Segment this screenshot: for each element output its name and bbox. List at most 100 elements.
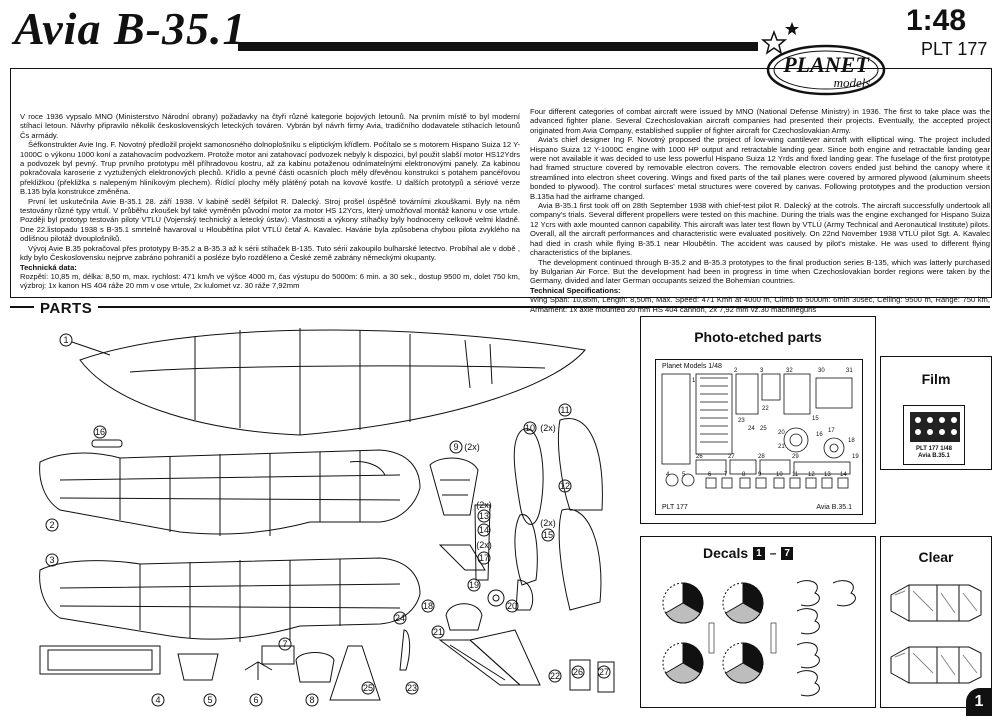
pe-number: 6	[708, 472, 712, 478]
part-label: 6	[253, 695, 258, 705]
pe-number: 27	[728, 454, 735, 460]
pe-number: 4	[666, 472, 670, 478]
film-sheet: PLT 177 1/48 Avia B.35.1	[903, 405, 965, 465]
part-label: 20	[507, 601, 517, 611]
part-label: 8	[309, 695, 314, 705]
clear-parts-panel: Clear	[880, 536, 992, 708]
film-title: Film	[921, 371, 951, 387]
decal-range-sep: –	[769, 546, 777, 560]
part-label: 18	[423, 601, 433, 611]
english-paragraph: Avia's chief designer Ing F. Novotný pro…	[530, 135, 990, 201]
pe-fret-name: Avia B.35.1	[816, 504, 852, 511]
part-label: 27	[599, 667, 609, 677]
parts-divider	[10, 306, 990, 308]
part-label: (2x)	[540, 518, 556, 528]
pe-number: 10	[776, 472, 783, 478]
planet-models-logo: PLANET models	[760, 14, 900, 100]
decals-heading: Decals 1 – 7	[703, 545, 793, 561]
pe-number: 28	[758, 454, 765, 460]
decal-range-start: 1	[753, 546, 765, 560]
english-paragraph: The development continued through B-35.2…	[530, 257, 990, 286]
decal-range-end: 7	[781, 546, 793, 560]
film-label-line1: PLT 177 1/48	[916, 446, 952, 452]
pe-number: 14	[840, 472, 847, 478]
pe-number: 21	[778, 444, 785, 450]
decal-sheet	[662, 580, 856, 697]
part-label: 15	[543, 530, 553, 540]
part-label: 23	[407, 683, 417, 693]
part-label: 21	[433, 627, 443, 637]
part-label: 24	[395, 613, 405, 623]
pe-number: 15	[812, 416, 819, 422]
part-label: 10	[525, 423, 535, 433]
pe-number: 9	[758, 472, 762, 478]
pe-number: 1	[692, 378, 696, 384]
intro-frame	[10, 68, 992, 298]
czech-paragraph: Vývoj Avie B.35 pokračoval přes prototyp…	[20, 243, 520, 263]
part-label: 22	[550, 671, 560, 681]
film-panel: Film PLT 177 1/48 Avia B.35.1	[880, 356, 992, 470]
part-label: (2x)	[464, 442, 480, 452]
part-label: 1	[63, 335, 68, 345]
pe-number: 17	[828, 428, 835, 434]
pe-number: 12	[808, 472, 815, 478]
part-label: (2x)	[476, 540, 492, 550]
part-label: 26	[573, 667, 583, 677]
part-label: 3	[49, 555, 54, 565]
pe-number: 3	[760, 368, 764, 374]
english-history-text: Four different categories of combat airc…	[530, 107, 990, 314]
part-label: 9	[453, 442, 458, 452]
english-spec-title: Technical Specifications:	[530, 285, 621, 295]
decals-title: Decals	[703, 545, 749, 561]
pe-number: 13	[824, 472, 831, 478]
scale-label: 1:48	[906, 4, 967, 37]
pe-number: 7	[724, 472, 728, 478]
part-label: 5	[207, 695, 212, 705]
pe-number: 24	[748, 426, 755, 432]
czech-spec-title: Technická data:	[20, 262, 77, 272]
pe-number: 16	[816, 432, 823, 438]
photo-etched-panel: Photo-etched parts Planet Models 1/48	[640, 316, 876, 524]
pe-number: 18	[848, 438, 855, 444]
pe-number: 8	[742, 472, 746, 478]
pe-fret-top-label: Planet Models 1/48	[662, 363, 722, 370]
logo-brand-top: PLANET	[782, 52, 870, 77]
czech-paragraph: V roce 1936 vypsalo MNO (Ministerstvo Ná…	[20, 112, 520, 140]
logo-brand-bottom: models	[834, 75, 871, 90]
product-code: PLT 177	[921, 39, 988, 59]
parts-diagram: 1 2 3 4 5 6 7 8 9 (2x) 10 (2x) 11 12 13 …	[39, 328, 615, 707]
pe-number: 22	[762, 406, 769, 412]
english-paragraph: Four different categories of combat airc…	[530, 107, 990, 135]
pe-number: 26	[696, 454, 703, 460]
pe-number: 23	[738, 418, 745, 424]
pe-number: 25	[760, 426, 767, 432]
pe-number: 30	[818, 368, 825, 374]
photo-etched-title: Photo-etched parts	[694, 329, 822, 345]
part-label: 12	[560, 481, 570, 491]
film-label: PLT 177 1/48 Avia B.35.1	[904, 446, 964, 460]
part-label: 13	[479, 511, 489, 521]
czech-paragraph: První let uskutečnila Avie B-35.1 28. zá…	[20, 196, 520, 244]
part-label: 19	[469, 580, 479, 590]
title-underline	[238, 42, 758, 51]
english-spec-text: Wing Span: 10,85m, Length: 8,50m, Max. S…	[530, 295, 990, 314]
pe-number: 20	[778, 430, 785, 436]
pe-number: 2	[734, 368, 738, 374]
part-label: 25	[363, 683, 373, 693]
pe-number: 11	[792, 472, 799, 478]
part-label: 17	[479, 553, 489, 563]
part-label: 4	[155, 695, 160, 705]
pe-number: 31	[846, 368, 853, 374]
part-label: (2x)	[476, 500, 492, 510]
part-label: 14	[479, 525, 489, 535]
english-paragraph: Avia B-35.1 first took off on 28th Septe…	[530, 201, 990, 258]
film-label-line2: Avia B.35.1	[918, 453, 950, 459]
part-label: 7	[282, 639, 287, 649]
decals-panel: Decals 1 – 7	[640, 536, 876, 708]
part-label: 2	[49, 520, 54, 530]
part-label: 11	[560, 405, 569, 415]
part-label: 16	[95, 427, 105, 437]
part-label: (2x)	[540, 423, 556, 433]
czech-history-text: V roce 1936 vypsalo MNO (Ministerstvo Ná…	[20, 112, 520, 291]
czech-spec-text: Rozpětí: 10,85 m, délka: 8,50 m, max. ry…	[20, 271, 520, 291]
